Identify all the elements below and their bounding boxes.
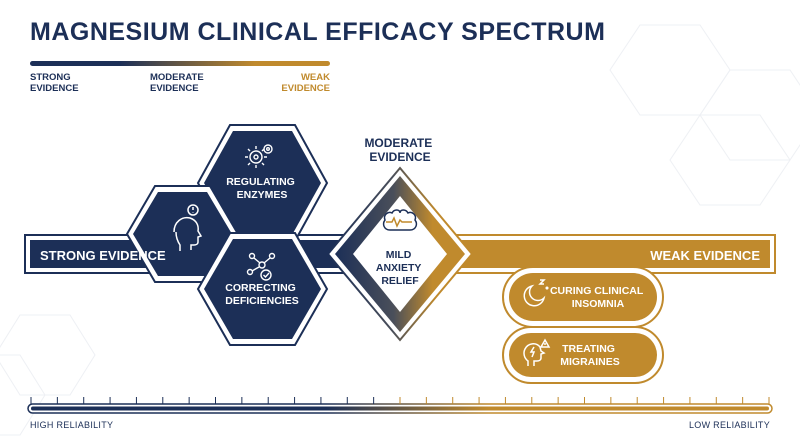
- hex-correcting-deficiencies: [196, 232, 329, 346]
- head-lightning-icon: [523, 338, 551, 366]
- moon-sleep-icon: [523, 279, 549, 307]
- curing-clinical-insomnia-label: CURING CLINICAL INSOMNIA: [550, 285, 646, 310]
- head-alert-icon: [173, 204, 203, 251]
- reliability-scale: [27, 397, 773, 414]
- moderate-evidence-diamond: [326, 166, 474, 342]
- hex-head-alert: [125, 185, 240, 283]
- mild-anxiety-relief-label: MILD ANXIETY RELIEF: [376, 249, 424, 287]
- low-reliability-label: LOW RELIABILITY: [688, 420, 770, 430]
- background-hex-pattern: [0, 24, 800, 436]
- scale-ticks: [30, 397, 770, 404]
- brain-pulse-icon: [382, 209, 418, 231]
- treating-migraines-label: TREATING MIGRAINES: [560, 343, 620, 368]
- high-reliability-label: HIGH RELIABILITY: [30, 420, 114, 430]
- page-title: MAGNESIUM CLINICAL EFFICACY SPECTRUM: [30, 18, 606, 46]
- hex-regulating-enzymes: [196, 124, 329, 242]
- strong-band-label: STRONG EVIDENCE: [40, 248, 166, 263]
- molecule-check-icon: [246, 252, 276, 281]
- weak-band-label: WEAK EVIDENCE: [650, 248, 760, 263]
- regulating-enzymes-label: REGULATING ENZYMES: [226, 176, 298, 201]
- pill-treating-migraines: [502, 326, 664, 384]
- pill-curing-clinical-insomnia: [502, 266, 664, 328]
- moderate-evidence-heading: MODERATE EVIDENCE: [364, 136, 435, 164]
- legend-gradient-bar: [30, 61, 330, 66]
- gears-icon: [245, 144, 273, 168]
- correcting-deficiencies-label: CORRECTING DEFICIENCIES: [225, 282, 299, 307]
